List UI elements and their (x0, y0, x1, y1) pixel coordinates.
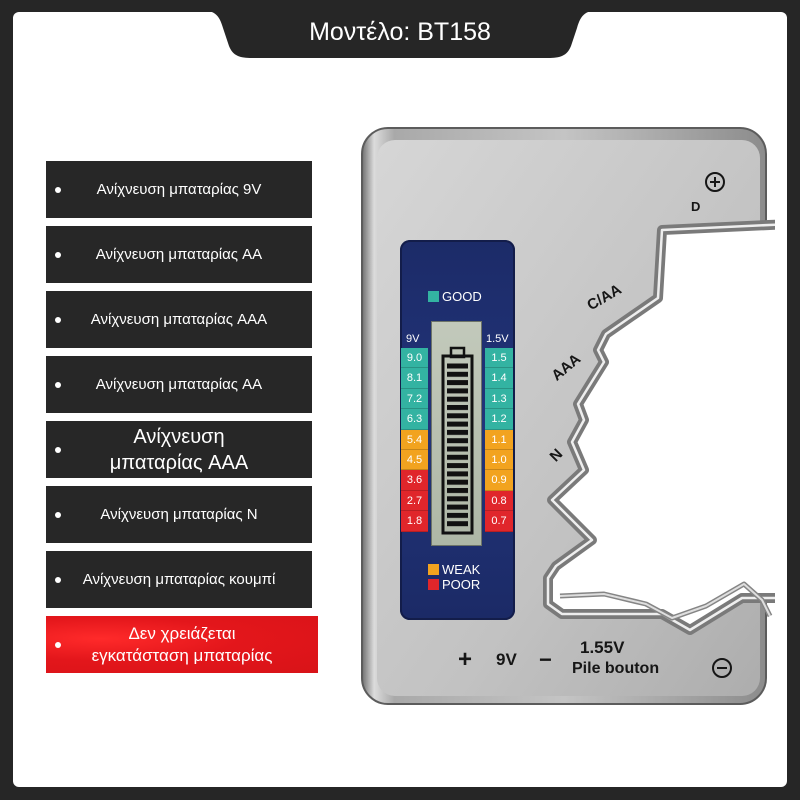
feature-label: Ανίχνευση μπαταρίας AA (95, 246, 263, 263)
scale-cell: 2.7 (401, 490, 428, 512)
feature-item-button-cell: Ανίχνευση μπαταρίας κουμπί (46, 551, 312, 608)
battery-slot-highlight (546, 223, 775, 632)
slot-label-d: D (691, 199, 701, 214)
minus-circle-icon (712, 658, 732, 678)
scale-cell: 1.8 (401, 511, 428, 532)
weak-legend-swatch (428, 564, 439, 575)
scale-cell: 0.7 (485, 511, 513, 532)
left-voltage-scale: 9.0 8.1 7.2 6.3 5.4 4.5 3.6 2.7 1.8 (401, 348, 428, 532)
minus-symbol: − (539, 647, 552, 672)
feature-item-aa-2: Ανίχνευση μπαταρίας AA (46, 356, 312, 413)
left-scale-header: 9V (406, 333, 420, 345)
feature-item-aa: Ανίχνευση μπαταρίας AA (46, 226, 312, 283)
scale-cell: 6.3 (401, 409, 428, 430)
scale-cell: 1.4 (485, 368, 513, 389)
feature-label: Ανίχνευση μπαταρίας N (100, 506, 258, 523)
feature-item-n: Ανίχνευση μπαταρίας N (46, 486, 312, 543)
scale-cell: 1.2 (485, 409, 513, 430)
feature-label: Ανίχνευση μπαταρίας AAA (90, 311, 268, 328)
right-scale-header: 1.5V (486, 333, 509, 345)
button-cell-voltage: 1.55V (580, 638, 625, 657)
feature-item-aaa-2: Ανίχνευση μπαταρίας AAA (46, 421, 312, 478)
right-voltage-scale: 1.5 1.4 1.3 1.2 1.1 1.0 0.9 0.8 0.7 (485, 348, 513, 532)
spring-contact-highlight (559, 583, 771, 619)
bullet-icon (55, 641, 61, 648)
poor-legend-label: POOR (442, 577, 481, 592)
feature-label: Ανίχνευση μπαταρίας AA (95, 376, 263, 393)
label-9v-terminal: 9V (496, 650, 517, 669)
scale-cell: 1.5 (485, 348, 513, 369)
scale-cell: 1.0 (485, 449, 513, 471)
bullet-icon (55, 251, 61, 258)
button-cell-label: Pile bouton (572, 660, 660, 677)
feature-label: Ανίχνευση μπαταρίας AAA (109, 425, 249, 474)
bullet-icon (55, 446, 61, 453)
meter-display: GOOD 9V 1.5V 9.0 8.1 7.2 6.3 5.4 4.5 3.6… (400, 240, 515, 620)
scale-cell: 0.9 (485, 470, 513, 491)
good-legend-swatch (428, 291, 439, 302)
scale-cell: 1.1 (485, 429, 513, 450)
feature-item-9v: Ανίχνευση μπαταρίας 9V (46, 161, 312, 218)
feature-item-aaa: Ανίχνευση μπαταρίας AAA (46, 291, 312, 348)
scale-cell: 7.2 (401, 388, 428, 410)
lcd-screen (431, 321, 482, 546)
scale-cell: 5.4 (401, 429, 428, 450)
feature-label: Ανίχνευση μπαταρίας 9V (96, 181, 262, 198)
notice-no-battery-needed: Δεν χρειάζεται εγκατάσταση μπαταρίας (46, 616, 318, 673)
bullet-icon (55, 576, 61, 583)
poor-legend-swatch (428, 579, 439, 590)
weak-legend-label: WEAK (442, 562, 481, 577)
bullet-icon (55, 381, 61, 388)
bullet-icon (55, 186, 61, 193)
battery-level-icon (441, 346, 474, 535)
bullet-icon (55, 511, 61, 518)
title-tab (198, 10, 602, 58)
scale-cell: 8.1 (401, 368, 428, 389)
plus-circle-icon (705, 172, 725, 192)
bullet-icon (55, 316, 61, 323)
scale-cell: 1.3 (485, 388, 513, 410)
plus-symbol: + (458, 646, 473, 673)
scale-cell: 3.6 (401, 470, 428, 491)
model-title: Μοντέλο: BT158 (309, 18, 491, 46)
scale-cell: 4.5 (401, 449, 428, 471)
notice-label: Δεν χρειάζεται εγκατάσταση μπαταρίας (91, 623, 273, 665)
feature-label: Ανίχνευση μπαταρίας κουμπί (82, 571, 276, 588)
scale-cell: 9.0 (401, 348, 428, 369)
good-legend-label: GOOD (442, 289, 482, 304)
scale-cell: 0.8 (485, 490, 513, 512)
